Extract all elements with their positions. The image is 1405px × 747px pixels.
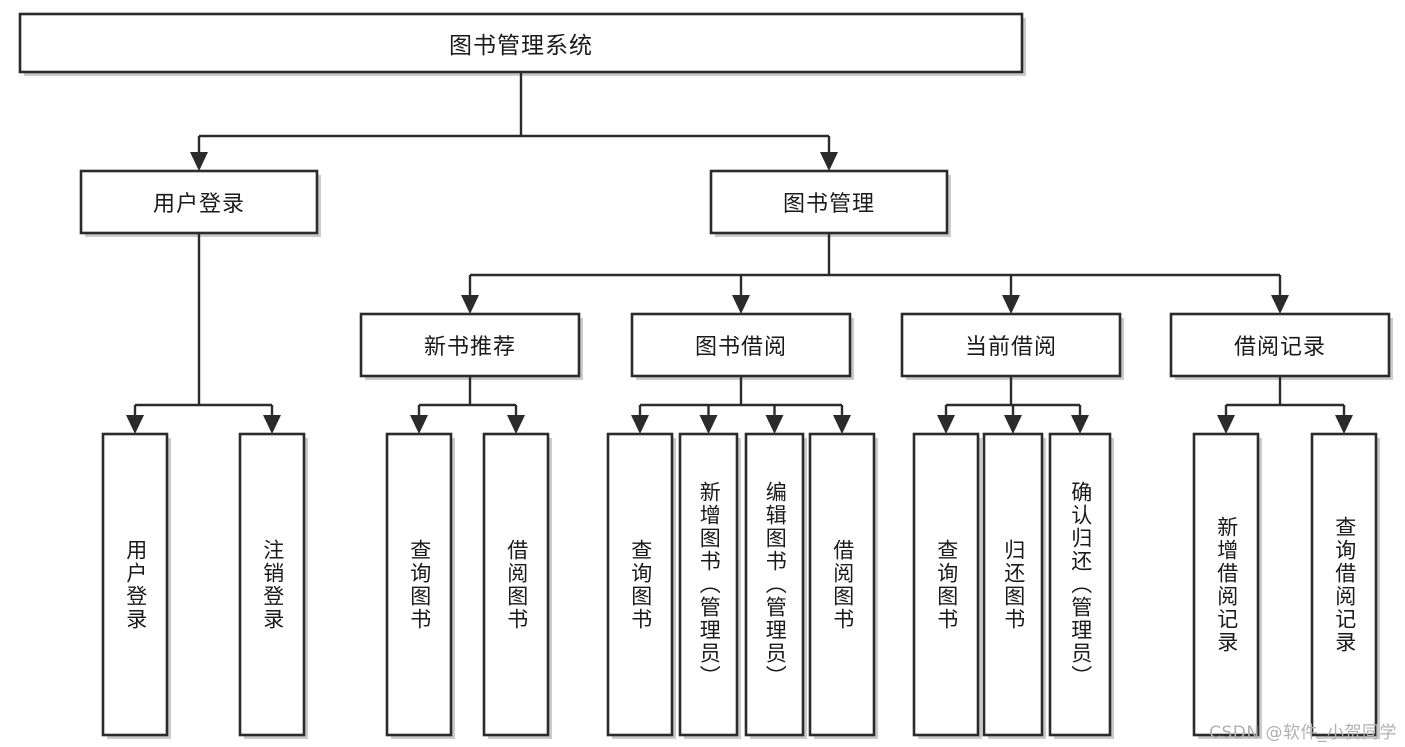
connector-layer: [126, 72, 1353, 434]
arrowhead: [410, 415, 428, 434]
node-box-leaf-edit-book-admin[interactable]: [744, 432, 805, 737]
arrowhead: [1271, 295, 1289, 314]
arrowhead: [631, 415, 649, 434]
arrowhead: [1002, 295, 1020, 314]
node-new-book-recommend[interactable]: [361, 314, 579, 376]
node-book-manage[interactable]: [711, 171, 947, 233]
arrowhead: [699, 415, 718, 434]
node-box-borrow-record[interactable]: [1169, 312, 1391, 378]
node-box-leaf-user-logout[interactable]: [238, 432, 306, 737]
node-box-leaf-return-book[interactable]: [982, 432, 1044, 737]
arrowhead: [833, 415, 851, 434]
arrowhead: [507, 415, 525, 434]
node-leaf-add-book-admin[interactable]: [680, 434, 737, 735]
node-box-leaf-query-book-current[interactable]: [912, 432, 980, 737]
arrowhead: [765, 415, 784, 434]
node-box-leaf-confirm-return-admin[interactable]: [1048, 432, 1112, 737]
arrowhead: [461, 295, 479, 314]
arrowhead: [1071, 415, 1089, 434]
arrowhead: [732, 295, 750, 314]
node-box-leaf-query-book-borrow[interactable]: [606, 432, 674, 737]
node-root[interactable]: [20, 14, 1022, 72]
node-leaf-query-book-rec[interactable]: [387, 434, 451, 735]
node-leaf-borrow-book-rec[interactable]: [484, 434, 548, 735]
arrowhead: [820, 152, 838, 171]
node-leaf-user-login[interactable]: [103, 434, 167, 735]
node-box-book-borrow[interactable]: [630, 312, 852, 378]
arrowhead: [190, 152, 208, 171]
node-leaf-confirm-return-admin[interactable]: [1050, 434, 1110, 735]
node-box-leaf-query-borrow-record[interactable]: [1310, 432, 1378, 737]
arrowhead: [1004, 415, 1022, 434]
node-borrow-record[interactable]: [1171, 314, 1389, 376]
node-user-login[interactable]: [81, 171, 317, 233]
node-leaf-borrow-book[interactable]: [810, 434, 874, 735]
node-book-borrow[interactable]: [632, 314, 850, 376]
node-leaf-query-book-current[interactable]: [914, 434, 978, 735]
watermark-text: CSDN @软件_小贺同学: [1209, 723, 1397, 743]
node-box-leaf-user-login[interactable]: [101, 432, 169, 737]
node-box-root[interactable]: [18, 12, 1024, 74]
node-box-leaf-add-book-admin[interactable]: [678, 432, 739, 737]
node-box-current-borrow[interactable]: [900, 312, 1122, 378]
node-box-leaf-borrow-book-rec[interactable]: [482, 432, 550, 737]
node-leaf-query-borrow-record[interactable]: [1312, 434, 1376, 735]
node-current-borrow[interactable]: [902, 314, 1120, 376]
arrowhead: [937, 415, 955, 434]
node-box-leaf-add-borrow-record[interactable]: [1192, 432, 1260, 737]
box-layer: [18, 12, 1391, 737]
node-box-new-book-recommend[interactable]: [359, 312, 581, 378]
node-leaf-user-logout[interactable]: [240, 434, 304, 735]
node-box-leaf-borrow-book[interactable]: [808, 432, 876, 737]
node-box-book-manage[interactable]: [709, 169, 949, 235]
node-leaf-edit-book-admin[interactable]: [746, 434, 803, 735]
arrowhead: [126, 415, 144, 434]
arrowhead: [1217, 415, 1235, 434]
node-box-user-login[interactable]: [79, 169, 319, 235]
node-leaf-add-borrow-record[interactable]: [1194, 434, 1258, 735]
arrowhead: [263, 415, 281, 434]
node-box-leaf-query-book-rec[interactable]: [385, 432, 453, 737]
node-leaf-return-book[interactable]: [984, 434, 1042, 735]
node-leaf-query-book-borrow[interactable]: [608, 434, 672, 735]
arrowhead: [1335, 415, 1353, 434]
